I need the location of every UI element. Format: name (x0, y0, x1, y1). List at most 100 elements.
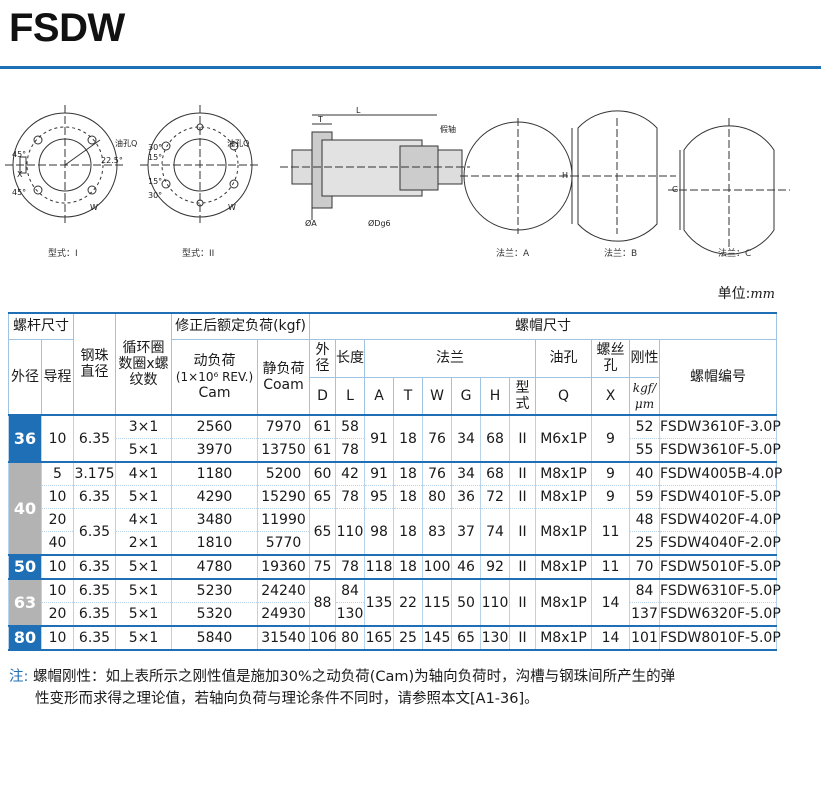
flange-c-drawing (668, 118, 790, 255)
cell-L: 130 (335, 602, 366, 626)
cell-circ: 4×1 (115, 508, 172, 532)
cell-model: FSDW4010F-5.0P (659, 485, 781, 509)
table-row: 20 6.35 4×1 3480 11990 65 110 98 18 83 3… (9, 508, 781, 555)
cell-K: 59 (629, 485, 661, 509)
cell-Q: M6x1P (535, 414, 593, 462)
th-G: G (451, 376, 482, 416)
flange-c-caption: 法兰：C (718, 247, 751, 259)
type1-flange-drawing (5, 105, 125, 225)
cell-H: 72 (480, 485, 511, 509)
th-A: A (364, 376, 395, 416)
cell-H: 110 (480, 578, 511, 626)
cell-W: 80 (422, 485, 453, 509)
cell-type: II (509, 414, 537, 462)
cell-X: 11 (591, 554, 631, 579)
cell-Q: M8x1P (535, 625, 593, 651)
cell-W: 100 (422, 554, 453, 579)
cell-H: 92 (480, 554, 511, 579)
cell-L: 78 (335, 438, 366, 462)
cell-G: 34 (451, 461, 482, 486)
cell-D: 65 (309, 485, 337, 509)
cell-lead: 40 (41, 531, 74, 555)
cell-Q: M8x1P (535, 485, 593, 509)
cell-dyn: 5230 (171, 578, 258, 603)
th-load-group: 修正后额定负荷(kgf) (170, 312, 311, 340)
unit-value: mm (750, 287, 775, 302)
type1-oil-hole-label: 油孔Q (115, 138, 137, 148)
cell-K: 84 (629, 578, 661, 603)
side-phi-d-label: ØDg6 (368, 218, 391, 228)
cell-G: 36 (451, 485, 482, 509)
unit-text: 单位: (717, 286, 751, 302)
th-H: H (480, 376, 511, 416)
cell-X: 9 (591, 485, 631, 509)
cell-dyn: 3970 (171, 438, 258, 462)
cell-circ: 5×1 (115, 554, 172, 579)
cell-dia: 50 (8, 554, 42, 579)
cell-lead: 5 (41, 461, 74, 486)
cell-circ: 5×1 (115, 438, 172, 462)
type2-oil-hole-label: 油孔Q (227, 138, 249, 148)
cell-D: 106 (309, 625, 337, 651)
cell-A: 118 (364, 554, 395, 579)
cell-type: II (509, 578, 537, 626)
th-oil-hole: 油孔 (535, 338, 593, 378)
dyn-label: 动负荷 (193, 352, 236, 369)
type1-w-label: W (90, 203, 98, 212)
cell-L: 80 (335, 625, 366, 651)
cell-T: 18 (393, 461, 424, 486)
cell-H: 68 (480, 414, 511, 462)
cell-dia: 80 (8, 625, 42, 651)
cell-model: FSDW6320F-5.0P (659, 602, 781, 626)
cell-L: 58 (335, 414, 366, 439)
flange-b-drawing (560, 110, 676, 242)
th-length: 长度 (335, 338, 366, 378)
cell-K: 52 (629, 414, 661, 439)
cell-stat: 11990 (256, 508, 311, 532)
cell-D: 75 (309, 554, 337, 579)
cell-H: 130 (480, 625, 511, 651)
side-view-drawing (280, 114, 470, 220)
cell-X: 9 (591, 414, 631, 462)
cell-dyn: 3480 (171, 508, 258, 532)
cell-ball: 6.35 (73, 414, 116, 462)
cell-X: 14 (591, 578, 631, 626)
cell-type: II (509, 461, 537, 486)
cell-stat: 15290 (256, 485, 311, 509)
table-row: 5×1 3970 13750 61 78 55 FSDW3610F-5.0P (9, 438, 781, 462)
th-type: 型式 (509, 376, 537, 416)
table-row: 36 10 6.35 3×1 2560 7970 61 58 91 18 76 … (8, 414, 781, 462)
th-dynamic-load: 动负荷(1×10⁶ REV.)Cam (171, 338, 258, 416)
type1-angle-label: 22.5° (101, 156, 123, 165)
cell-dyn: 1180 (171, 461, 258, 486)
cell-stat: 5200 (256, 461, 311, 486)
th-ball-dia: 钢珠直径 (73, 312, 116, 416)
cell-Q: M8x1P (535, 578, 593, 626)
cell-ball: 6.35 (73, 578, 116, 603)
cell-K: 55 (629, 438, 661, 462)
cell-ball: 6.35 (73, 554, 116, 579)
cell-L: 110 (335, 508, 366, 555)
th-stiff-unit: kgf/μm (629, 376, 661, 416)
cell-T: 18 (393, 508, 424, 555)
cell-dia: 63 (8, 578, 42, 626)
cell-T: 18 (393, 414, 424, 462)
footnote-line1: 注: 螺帽刚性：如上表所示之刚性值是施加30%之动负荷(Cam)为轴向负荷时，沟… (9, 666, 779, 688)
cell-H: 68 (480, 461, 511, 486)
cell-T: 22 (393, 578, 424, 626)
cell-Q: M8x1P (535, 554, 593, 579)
cell-circ: 5×1 (115, 485, 172, 509)
table-row: 10 6.35 5×1 4290 15290 65 78 95 18 80 36… (9, 485, 781, 509)
th-flange: 法兰 (364, 338, 537, 378)
side-fake-shaft-label: 假轴 (440, 124, 456, 134)
cell-W: 76 (422, 461, 453, 486)
cell-stat: 24930 (256, 602, 311, 626)
cell-lead: 10 (41, 578, 74, 603)
th-lead: 导程 (41, 338, 74, 416)
table-row: 40 2×1 1810 5770 25 FSDW4040F-2.0P (9, 531, 781, 555)
cell-lead: 10 (41, 554, 74, 579)
cell-circ: 3×1 (115, 414, 172, 439)
flange-c-g-label: G (672, 185, 678, 194)
cell-model: FSDW5010F-5.0P (659, 554, 781, 579)
